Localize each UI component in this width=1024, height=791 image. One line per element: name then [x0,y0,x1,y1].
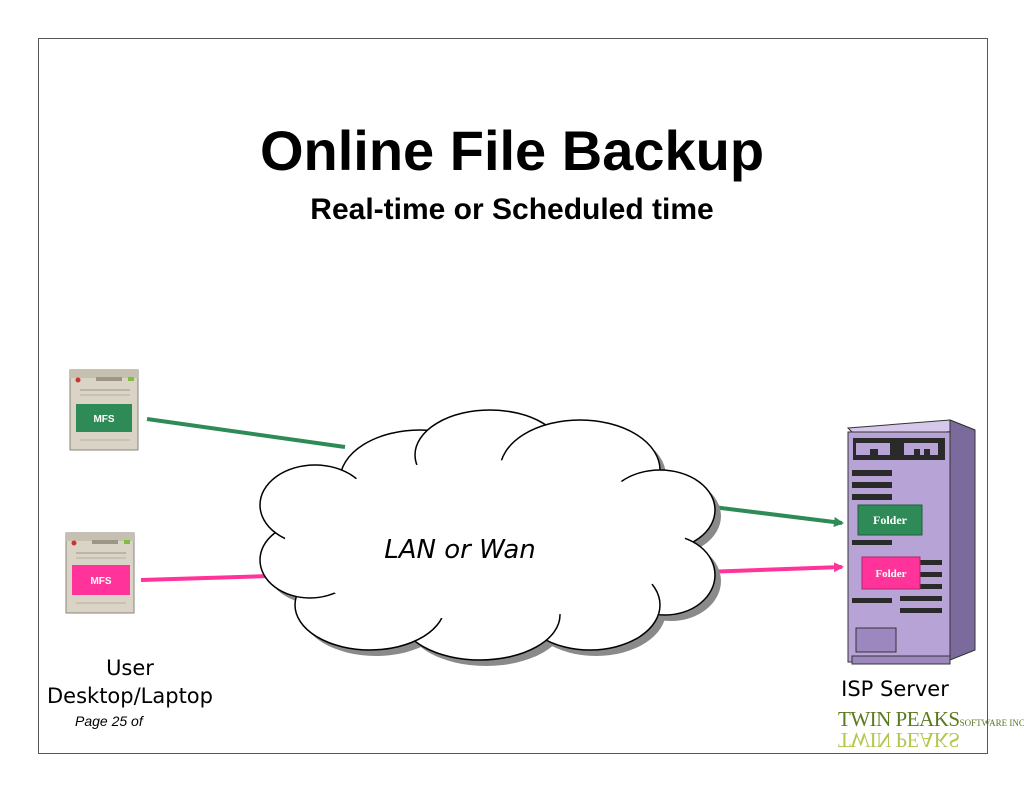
pink-link-right [704,562,844,574]
server-folder-pink-label: Folder [875,568,906,580]
company-logo: TWIN PEAKSSOFTWARE INC. TWIN PEAKS [838,707,1024,755]
green-link-left [146,417,346,449]
green-link-right [704,504,844,527]
slide-frame [38,38,988,754]
client-label-line2: Desktop/Laptop [47,684,213,708]
client-label: User Desktop/Laptop [30,654,230,710]
page-number: Page 25 of [75,713,143,729]
logo-text: TWIN PEAKSSOFTWARE INC. [838,707,1024,731]
isp-server [846,419,976,665]
server-folder-pink [861,556,921,590]
cloud-fill [285,460,685,620]
server-folder-green [857,504,923,536]
slide-title: Online File Backup [259,119,765,182]
pink-link-left [140,574,271,582]
client-device-top [69,369,139,451]
client-badge-top: MFS [93,414,114,425]
client-device-bottom [65,532,135,614]
cloud-label: LAN or Wan [384,535,536,565]
client-label-line1: User [106,656,154,680]
client-badge-bottom: MFS [90,576,111,587]
server-label: ISP Server [841,677,949,701]
slide-subtitle: Real-time or Scheduled time [310,193,714,226]
logo-reflection: TWIN PEAKS [838,728,960,752]
server-folder-green-label: Folder [873,513,908,527]
